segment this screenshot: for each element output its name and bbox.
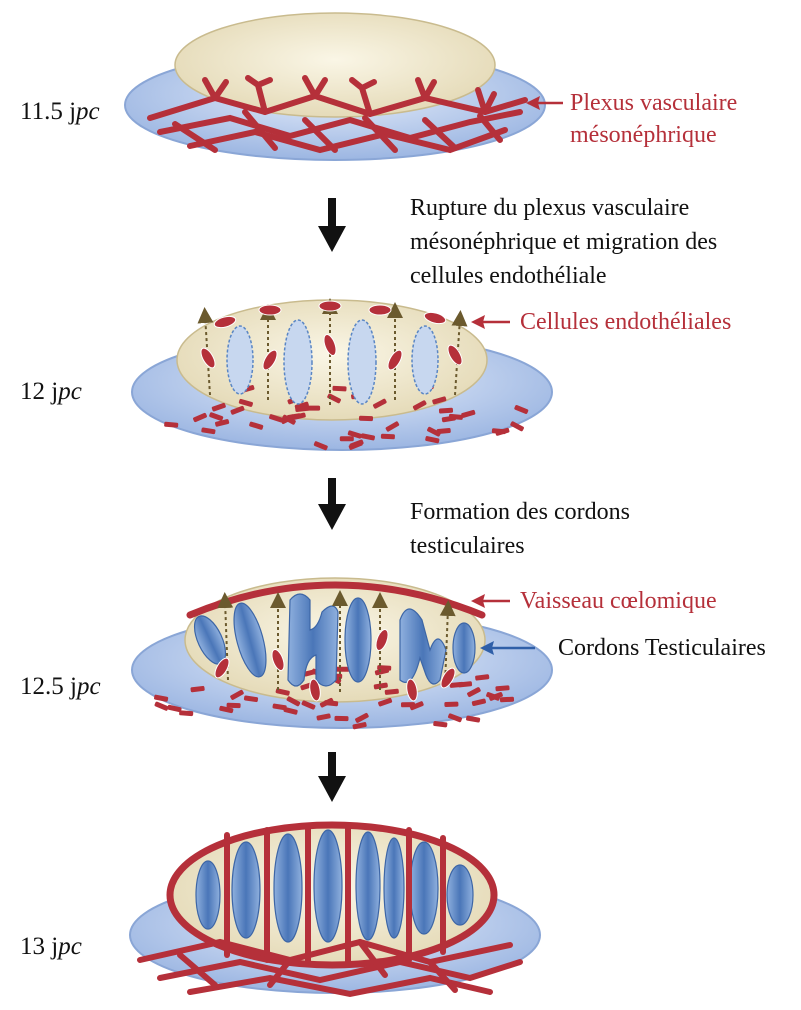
stage-label-prefix: 13 j (20, 933, 58, 960)
endothelial-fragment (500, 697, 514, 703)
coelomic-pointer-arrow (471, 594, 510, 608)
endothelial-fragment (444, 702, 458, 707)
down-arrow-1 (318, 198, 346, 252)
stage-label-unit: pc (77, 673, 101, 700)
stage-label-13: 13 jpc (20, 932, 82, 962)
transition-1-line-3: cellules endothéliale (410, 262, 607, 291)
endothelial-fragment (466, 715, 481, 722)
stage-label-prefix: 12 j (20, 378, 58, 405)
endothelial-fragment (381, 434, 395, 440)
endothelial-fragment (334, 716, 348, 721)
endothelial-fragment (439, 408, 453, 414)
endothelial-fragment (179, 710, 193, 716)
down-arrow-3 (318, 752, 346, 802)
endothelial-fragment (332, 386, 346, 392)
stage-label-12-5: 12.5 jpc (20, 672, 101, 702)
down-arrow-2 (318, 478, 346, 530)
endothelial-fragment (359, 416, 373, 421)
transition-2-line-1: Formation des cordons (410, 498, 630, 527)
stage-label-unit: pc (58, 933, 82, 960)
transition-2-line-2: testiculaires (410, 532, 525, 561)
transition-1-line-1: Rupture du plexus vasculaire (410, 194, 689, 223)
stage-label-unit: pc (76, 98, 100, 125)
plexus-label-line-1: Plexus vasculaire (570, 89, 737, 118)
stage-4-gonad-mesonephros (130, 825, 540, 994)
stage-label-12: 12 jpc (20, 377, 82, 407)
stage-label-11-5: 11.5 jpc (20, 97, 100, 127)
stage-label-prefix: 12.5 j (20, 673, 77, 700)
endothelial-fragment (433, 721, 448, 728)
plexus-label-line-2: mésonéphrique (570, 121, 717, 150)
endothelial-cells-label: Cellules endothéliales (520, 308, 731, 337)
transition-1-line-2: mésonéphrique et migration des (410, 228, 717, 257)
testis-cords-label: Cordons Testiculaires (558, 634, 766, 663)
endothelial-fragment (227, 703, 241, 708)
stage-1-gonad-mesonephros (125, 13, 545, 160)
endothelial-fragment (340, 436, 354, 441)
endothelial-pointer-arrow (471, 315, 510, 329)
stage-label-unit: pc (58, 378, 82, 405)
coelomic-vessel-label: Vaisseau cœlomique (520, 587, 717, 616)
stage-label-prefix: 11.5 j (20, 98, 76, 125)
